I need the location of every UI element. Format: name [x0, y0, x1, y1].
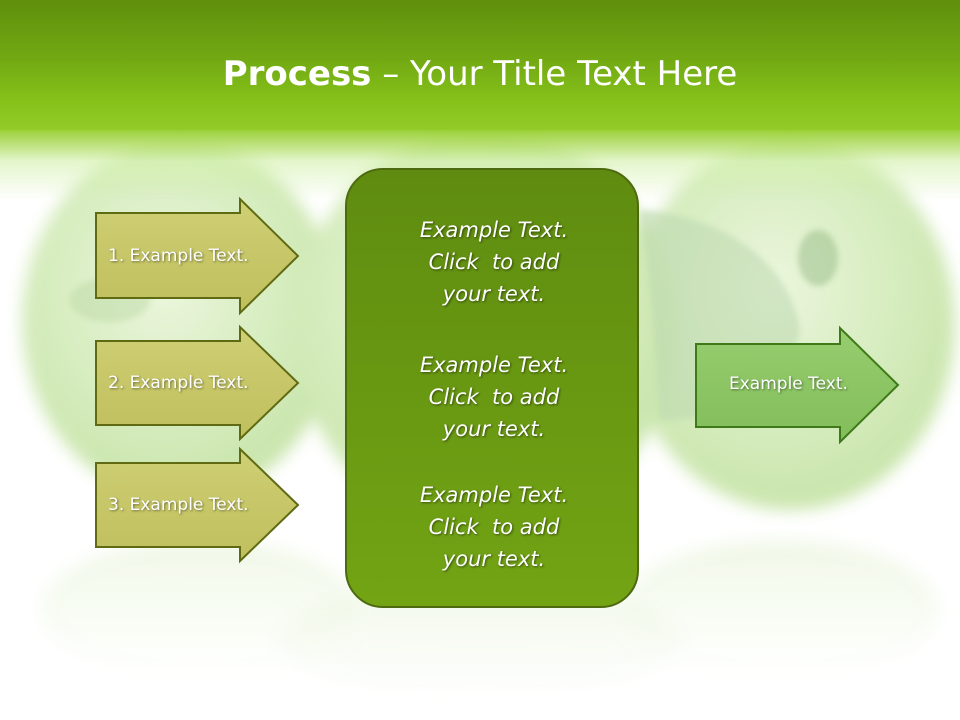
step-arrow-2[interactable] [95, 324, 300, 442]
step-arrow-1[interactable] [95, 196, 300, 316]
output-label: Example Text. [729, 374, 848, 394]
slide-title: Process – Your Title Text Here [0, 52, 960, 96]
step-arrow-3[interactable] [95, 446, 300, 564]
step-2-label: 2. Example Text. [108, 373, 249, 393]
center-process-box[interactable]: Example Text. Click to add your text. Ex… [345, 168, 639, 608]
output-arrow[interactable] [695, 325, 900, 445]
step-1-label: 1. Example Text. [108, 246, 249, 266]
title-rest: – Your Title Text Here [371, 54, 738, 94]
title-bold: Process [222, 54, 372, 94]
step-3-label: 3. Example Text. [108, 495, 249, 515]
apple-stem-right [798, 230, 838, 286]
center-text-block-3[interactable]: Example Text. Click to add your text. [419, 483, 569, 571]
title-bar [0, 0, 960, 132]
center-text-block-2[interactable]: Example Text. Click to add your text. [419, 353, 569, 441]
center-text-block-1[interactable]: Example Text. Click to add your text. [419, 218, 569, 306]
